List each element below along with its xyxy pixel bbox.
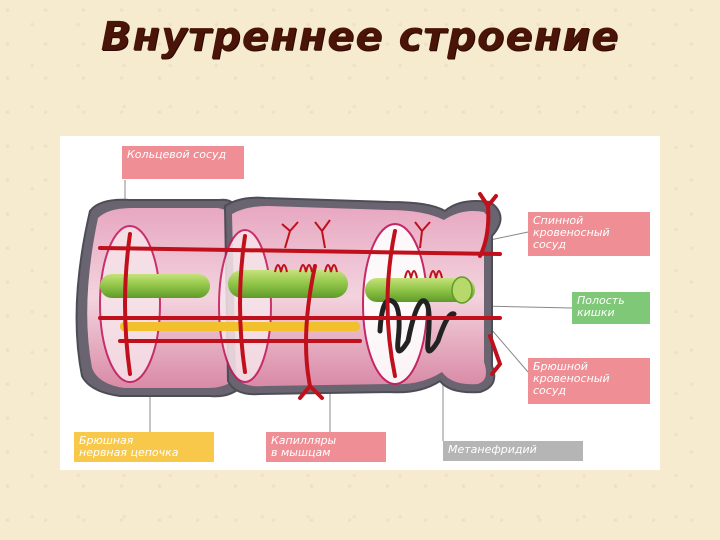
label-ring-vessel: Кольцевой сосуд xyxy=(122,146,244,179)
earthworm-illustration xyxy=(75,180,573,441)
label-metanephridium: Метанефридий xyxy=(443,441,583,461)
label-ventral-vessel: Брюшной кровеносный сосуд xyxy=(528,358,650,404)
label-dorsal-vessel: Спинной кровеносный сосуд xyxy=(528,212,650,256)
capillary-tufts xyxy=(274,219,443,279)
metanephridium-coil xyxy=(377,297,457,354)
blood-vessels xyxy=(98,192,503,400)
earthworm-diagram: Кольцевой сосуд Спинной кровеносный сосу… xyxy=(60,136,660,470)
label-gut-cavity: Полость кишки xyxy=(572,292,650,324)
gut xyxy=(100,270,475,304)
label-capillaries: Капилляры в мышцам xyxy=(266,432,386,462)
slide-title: Внутреннее строение xyxy=(100,14,620,60)
label-nerve-cord: Брюшная нервная цепочка xyxy=(74,432,214,462)
